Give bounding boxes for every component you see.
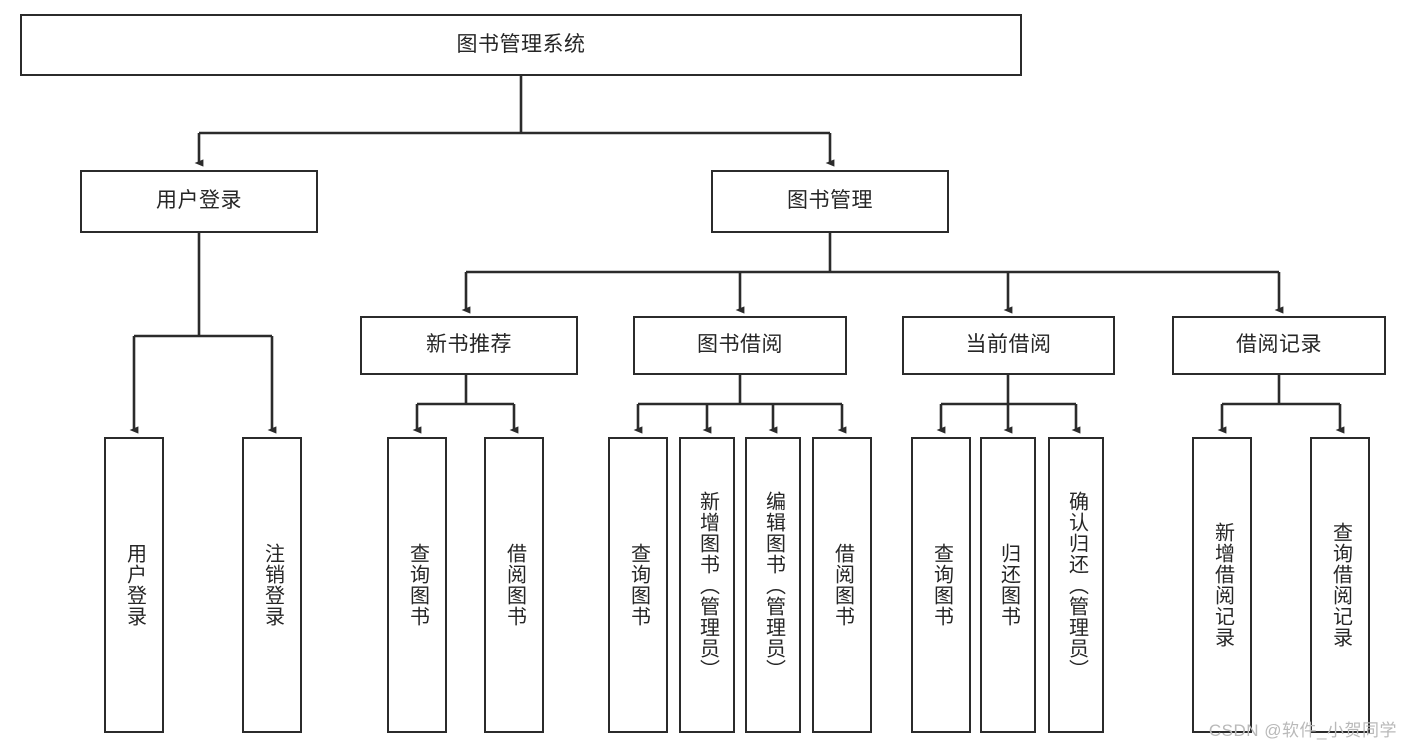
node-label: 当前借阅	[965, 333, 1052, 357]
leaf-book-borrow-edit[interactable]: 编辑图书（管理员）	[745, 437, 801, 733]
node-label: 查询图书	[627, 543, 650, 627]
node-book-borrow[interactable]: 图书借阅	[633, 316, 847, 375]
watermark-text: CSDN @软件_小贺同学	[1208, 721, 1397, 740]
node-new-book-recommend[interactable]: 新书推荐	[360, 316, 578, 375]
node-user-login[interactable]: 用户登录	[80, 170, 318, 233]
node-label: 编辑图书（管理员）	[762, 490, 785, 680]
node-root-system[interactable]: 图书管理系统	[20, 14, 1022, 76]
leaf-borrow-record-query[interactable]: 查询借阅记录	[1310, 437, 1370, 733]
node-label: 注销登录	[261, 543, 284, 627]
node-label: 新书推荐	[426, 333, 512, 357]
node-label: 归还图书	[997, 543, 1020, 627]
leaf-book-borrow-add[interactable]: 新增图书（管理员）	[679, 437, 735, 733]
node-label: 用户登录	[123, 543, 146, 627]
node-book-management[interactable]: 图书管理	[711, 170, 949, 233]
node-label: 查询图书	[406, 543, 429, 627]
leaf-borrow-record-add[interactable]: 新增借阅记录	[1192, 437, 1252, 733]
leaf-new-book-borrow[interactable]: 借阅图书	[484, 437, 544, 733]
leaf-current-borrow-return[interactable]: 归还图书	[980, 437, 1036, 733]
node-label: 查询借阅记录	[1329, 522, 1352, 648]
node-label: 用户登录	[156, 189, 242, 213]
leaf-current-borrow-query[interactable]: 查询图书	[911, 437, 971, 733]
node-current-borrow[interactable]: 当前借阅	[902, 316, 1115, 375]
node-label: 新增图书（管理员）	[696, 490, 719, 680]
node-label: 借阅图书	[503, 543, 526, 627]
leaf-user-login-signout[interactable]: 注销登录	[242, 437, 302, 733]
leaf-new-book-query[interactable]: 查询图书	[387, 437, 447, 733]
node-label: 图书借阅	[697, 333, 783, 357]
node-borrow-record[interactable]: 借阅记录	[1172, 316, 1386, 375]
node-label: 借阅记录	[1236, 333, 1322, 357]
leaf-book-borrow-query[interactable]: 查询图书	[608, 437, 668, 733]
node-label: 确认归还（管理员）	[1065, 490, 1088, 680]
node-label: 查询图书	[930, 543, 953, 627]
node-label: 图书管理系统	[456, 32, 586, 56]
leaf-user-login-signin[interactable]: 用户登录	[104, 437, 164, 733]
leaf-book-borrow-lend[interactable]: 借阅图书	[812, 437, 872, 733]
node-label: 新增借阅记录	[1211, 522, 1234, 648]
node-label: 图书管理	[787, 189, 873, 213]
node-label: 借阅图书	[831, 543, 854, 627]
leaf-current-borrow-confirm[interactable]: 确认归还（管理员）	[1048, 437, 1104, 733]
